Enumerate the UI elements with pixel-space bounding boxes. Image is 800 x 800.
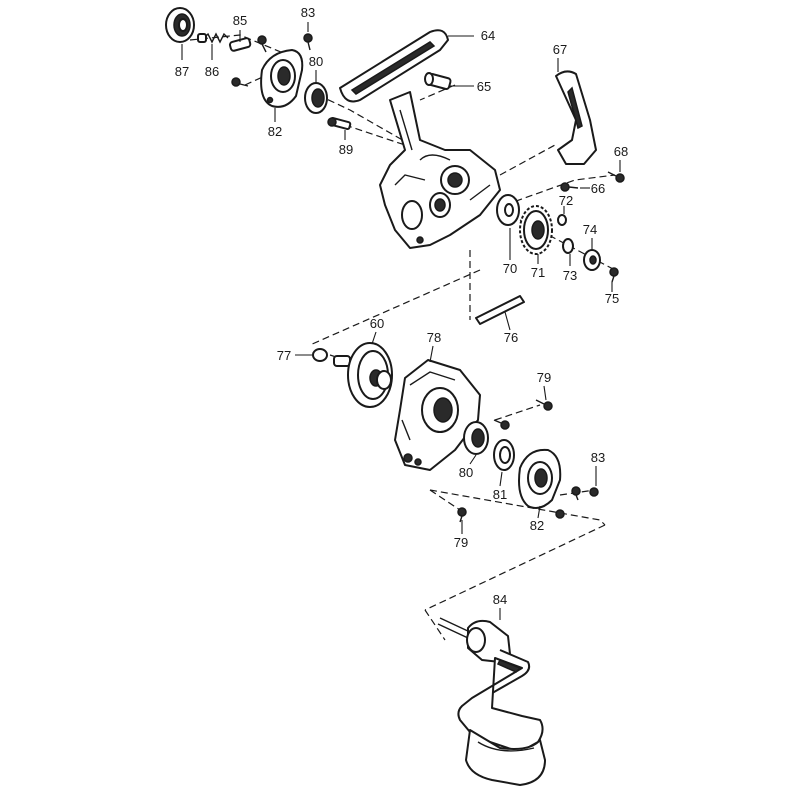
part-86-spring [197, 32, 229, 44]
screw-near-78 [493, 419, 510, 430]
label-70: 70 [503, 261, 517, 276]
part-60-drive-gear [333, 342, 393, 408]
leader-lines [181, 22, 621, 620]
part-81-washer [493, 439, 515, 471]
label-79-top: 79 [537, 370, 551, 385]
label-86: 86 [205, 64, 219, 79]
part-76-shaft [475, 295, 525, 325]
part-84-crank-handle [437, 617, 546, 786]
label-67: 67 [553, 42, 567, 57]
label-83-bottom: 83 [591, 450, 605, 465]
label-76: 76 [504, 330, 518, 345]
label-84: 84 [493, 592, 507, 607]
part-78-side-cover [394, 359, 481, 471]
part-77-ring [312, 348, 328, 362]
part-64-arm [339, 29, 449, 103]
part-82-side-plate-bottom [518, 448, 565, 519]
part-75-screw [609, 267, 619, 283]
label-65: 65 [477, 79, 491, 94]
part-71-gear [519, 205, 553, 255]
part-87-cap [165, 7, 195, 43]
label-81: 81 [493, 487, 507, 502]
label-66: 66 [591, 181, 605, 196]
label-73: 73 [563, 268, 577, 283]
label-82-bottom: 82 [530, 518, 544, 533]
label-77: 77 [277, 348, 291, 363]
label-80-bottom: 80 [459, 465, 473, 480]
part-89-screw [327, 116, 352, 131]
label-60: 60 [370, 316, 384, 331]
label-72: 72 [559, 193, 573, 208]
label-85: 85 [233, 13, 247, 28]
label-78: 78 [427, 330, 441, 345]
label-79-bottom: 79 [454, 535, 468, 550]
label-89: 89 [339, 142, 353, 157]
part-85-pin [228, 37, 252, 52]
label-74: 74 [583, 222, 597, 237]
part-65-pin [424, 72, 452, 91]
part-number-labels: 87 86 85 83 80 82 89 64 65 67 68 66 70 7… [175, 5, 628, 607]
main-body-frame [379, 91, 501, 249]
part-70-washer [496, 194, 520, 226]
part-79-screw-bottom [457, 507, 467, 523]
part-68-screw [607, 171, 625, 183]
label-71: 71 [531, 265, 545, 280]
part-74-nut [583, 249, 601, 271]
label-82-top: 82 [268, 124, 282, 139]
label-83-top: 83 [301, 5, 315, 20]
part-73-ring [562, 238, 574, 254]
label-68: 68 [614, 144, 628, 159]
part-72-washer [557, 214, 567, 226]
part-67-lever [555, 70, 597, 165]
part-83-screw-bottom [571, 486, 599, 501]
part-80-bearing-top [304, 82, 328, 114]
label-80-top: 80 [309, 54, 323, 69]
part-82-side-plate-top [260, 49, 304, 108]
screw-near-82-top [257, 35, 267, 53]
part-83-screw-top [303, 33, 313, 51]
label-64: 64 [481, 28, 495, 43]
label-75: 75 [605, 291, 619, 306]
part-79-screw-top [535, 399, 553, 411]
part-80-bearing-bottom [463, 421, 489, 455]
label-87: 87 [175, 64, 189, 79]
part-66-screw [560, 182, 579, 192]
screw-near-82-left [231, 77, 249, 87]
